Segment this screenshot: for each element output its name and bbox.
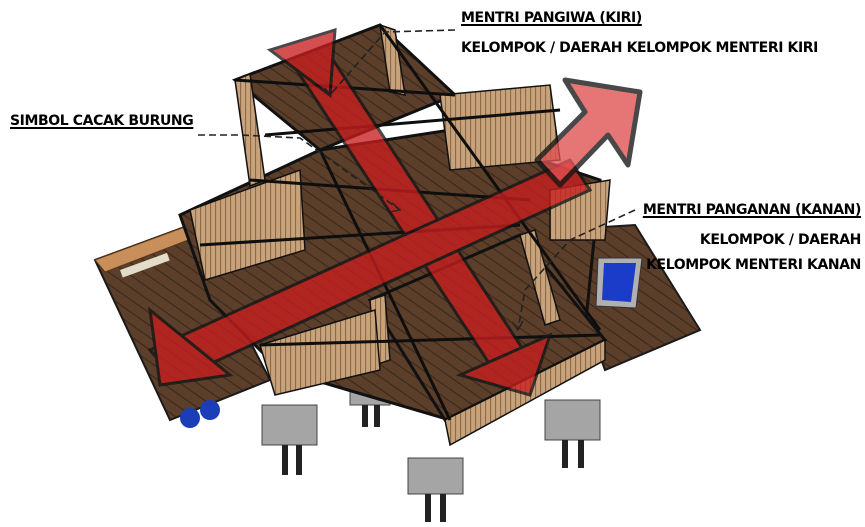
left-minister-title: MENTRI PANGIWA (KIRI) (461, 10, 642, 26)
bird-symbol-label: SIMBOL CACAK BURUNG (10, 113, 193, 129)
right-minister-group-line1: KELOMPOK / DAERAH (700, 232, 861, 248)
pier (408, 458, 463, 522)
pier (545, 400, 600, 468)
right-minister-group-line2: KELOMPOK MENTERI KANAN (646, 257, 861, 273)
water-tank (602, 263, 636, 302)
pier (262, 405, 317, 475)
left-minister-group: KELOMPOK / DAERAH KELOMPOK MENTERI KIRI (461, 40, 818, 56)
right-minister-title: MENTRI PANGANAN (KANAN) (643, 202, 861, 218)
